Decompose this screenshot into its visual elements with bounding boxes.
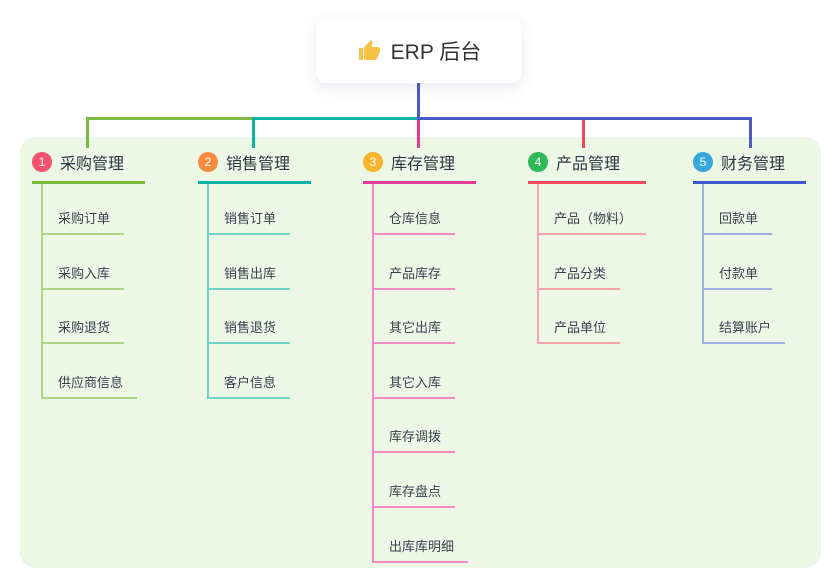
branch-children-sales: 销售订单 销售出库 销售退货 客户信息 xyxy=(207,184,311,399)
connector-bus-purchase xyxy=(86,117,253,120)
child-node[interactable]: 付款单 xyxy=(704,235,773,290)
child-node[interactable]: 结算账户 xyxy=(704,290,786,345)
child-node[interactable]: 产品库存 xyxy=(374,235,456,290)
child-node[interactable]: 回款单 xyxy=(704,184,773,235)
connector-drop-product xyxy=(582,120,585,148)
child-node[interactable]: 其它入库 xyxy=(374,344,456,399)
branch-node-inventory[interactable]: 3 库存管理 xyxy=(363,150,476,184)
branch-label: 产品管理 xyxy=(556,156,621,173)
connector-bus-right xyxy=(417,117,752,120)
branch-sales: 2 销售管理 销售订单 销售出库 销售退货 客户信息 xyxy=(198,150,311,399)
child-node[interactable]: 采购订单 xyxy=(43,184,125,235)
child-node[interactable]: 供应商信息 xyxy=(43,344,138,399)
branch-number-badge: 1 xyxy=(32,152,52,172)
branch-label: 销售管理 xyxy=(226,156,291,173)
connector-bus-sales xyxy=(252,117,419,120)
branch-number-badge: 2 xyxy=(198,152,218,172)
branch-number-badge: 4 xyxy=(528,152,548,172)
child-node[interactable]: 产品（物料） xyxy=(539,184,647,235)
branch-inventory: 3 库存管理 仓库信息 产品库存 其它出库 其它入库 库存调拨 库存盘点 出库库… xyxy=(363,150,476,563)
child-node[interactable]: 销售订单 xyxy=(209,184,291,235)
branch-children-product: 产品（物料） 产品分类 产品单位 xyxy=(537,184,647,345)
child-node[interactable]: 销售退货 xyxy=(209,290,291,345)
child-node[interactable]: 产品分类 xyxy=(539,235,621,290)
root-node-erp[interactable]: ERP 后台 xyxy=(316,19,522,83)
branch-label: 采购管理 xyxy=(60,156,125,173)
branch-label: 财务管理 xyxy=(721,156,786,173)
child-node[interactable]: 采购入库 xyxy=(43,235,125,290)
child-node[interactable]: 库存盘点 xyxy=(374,453,456,508)
connector-drop-inventory xyxy=(417,120,420,148)
branch-product: 4 产品管理 产品（物料） 产品分类 产品单位 xyxy=(528,150,647,345)
child-node[interactable]: 其它出库 xyxy=(374,290,456,345)
branch-node-finance[interactable]: 5 财务管理 xyxy=(693,150,806,184)
branch-children-inventory: 仓库信息 产品库存 其它出库 其它入库 库存调拨 库存盘点 出库库明细 xyxy=(372,184,476,563)
child-node[interactable]: 销售出库 xyxy=(209,235,291,290)
child-node[interactable]: 出库库明细 xyxy=(374,508,469,563)
connector-drop-finance xyxy=(749,117,752,148)
child-node[interactable]: 产品单位 xyxy=(539,290,621,345)
branch-number-badge: 5 xyxy=(693,152,713,172)
child-node[interactable]: 仓库信息 xyxy=(374,184,456,235)
branch-node-product[interactable]: 4 产品管理 xyxy=(528,150,647,184)
root-node-label: ERP 后台 xyxy=(390,41,482,64)
connector-drop-purchase xyxy=(86,117,89,148)
child-node[interactable]: 库存调拨 xyxy=(374,399,456,454)
branch-number-badge: 3 xyxy=(363,152,383,172)
branch-finance: 5 财务管理 回款单 付款单 结算账户 xyxy=(693,150,806,345)
branch-children-purchase: 采购订单 采购入库 采购退货 供应商信息 xyxy=(41,184,145,399)
branch-purchase: 1 采购管理 采购订单 采购入库 采购退货 供应商信息 xyxy=(32,150,145,399)
branch-node-sales[interactable]: 2 销售管理 xyxy=(198,150,311,184)
branches-background-panel xyxy=(20,137,821,568)
branch-node-purchase[interactable]: 1 采购管理 xyxy=(32,150,145,184)
child-node[interactable]: 客户信息 xyxy=(209,344,291,399)
child-node[interactable]: 采购退货 xyxy=(43,290,125,345)
branch-label: 库存管理 xyxy=(391,156,456,173)
connector-drop-sales xyxy=(252,117,255,148)
connector-root-stem xyxy=(417,83,420,120)
branch-children-finance: 回款单 付款单 结算账户 xyxy=(702,184,806,345)
thumbs-up-icon xyxy=(357,39,381,63)
